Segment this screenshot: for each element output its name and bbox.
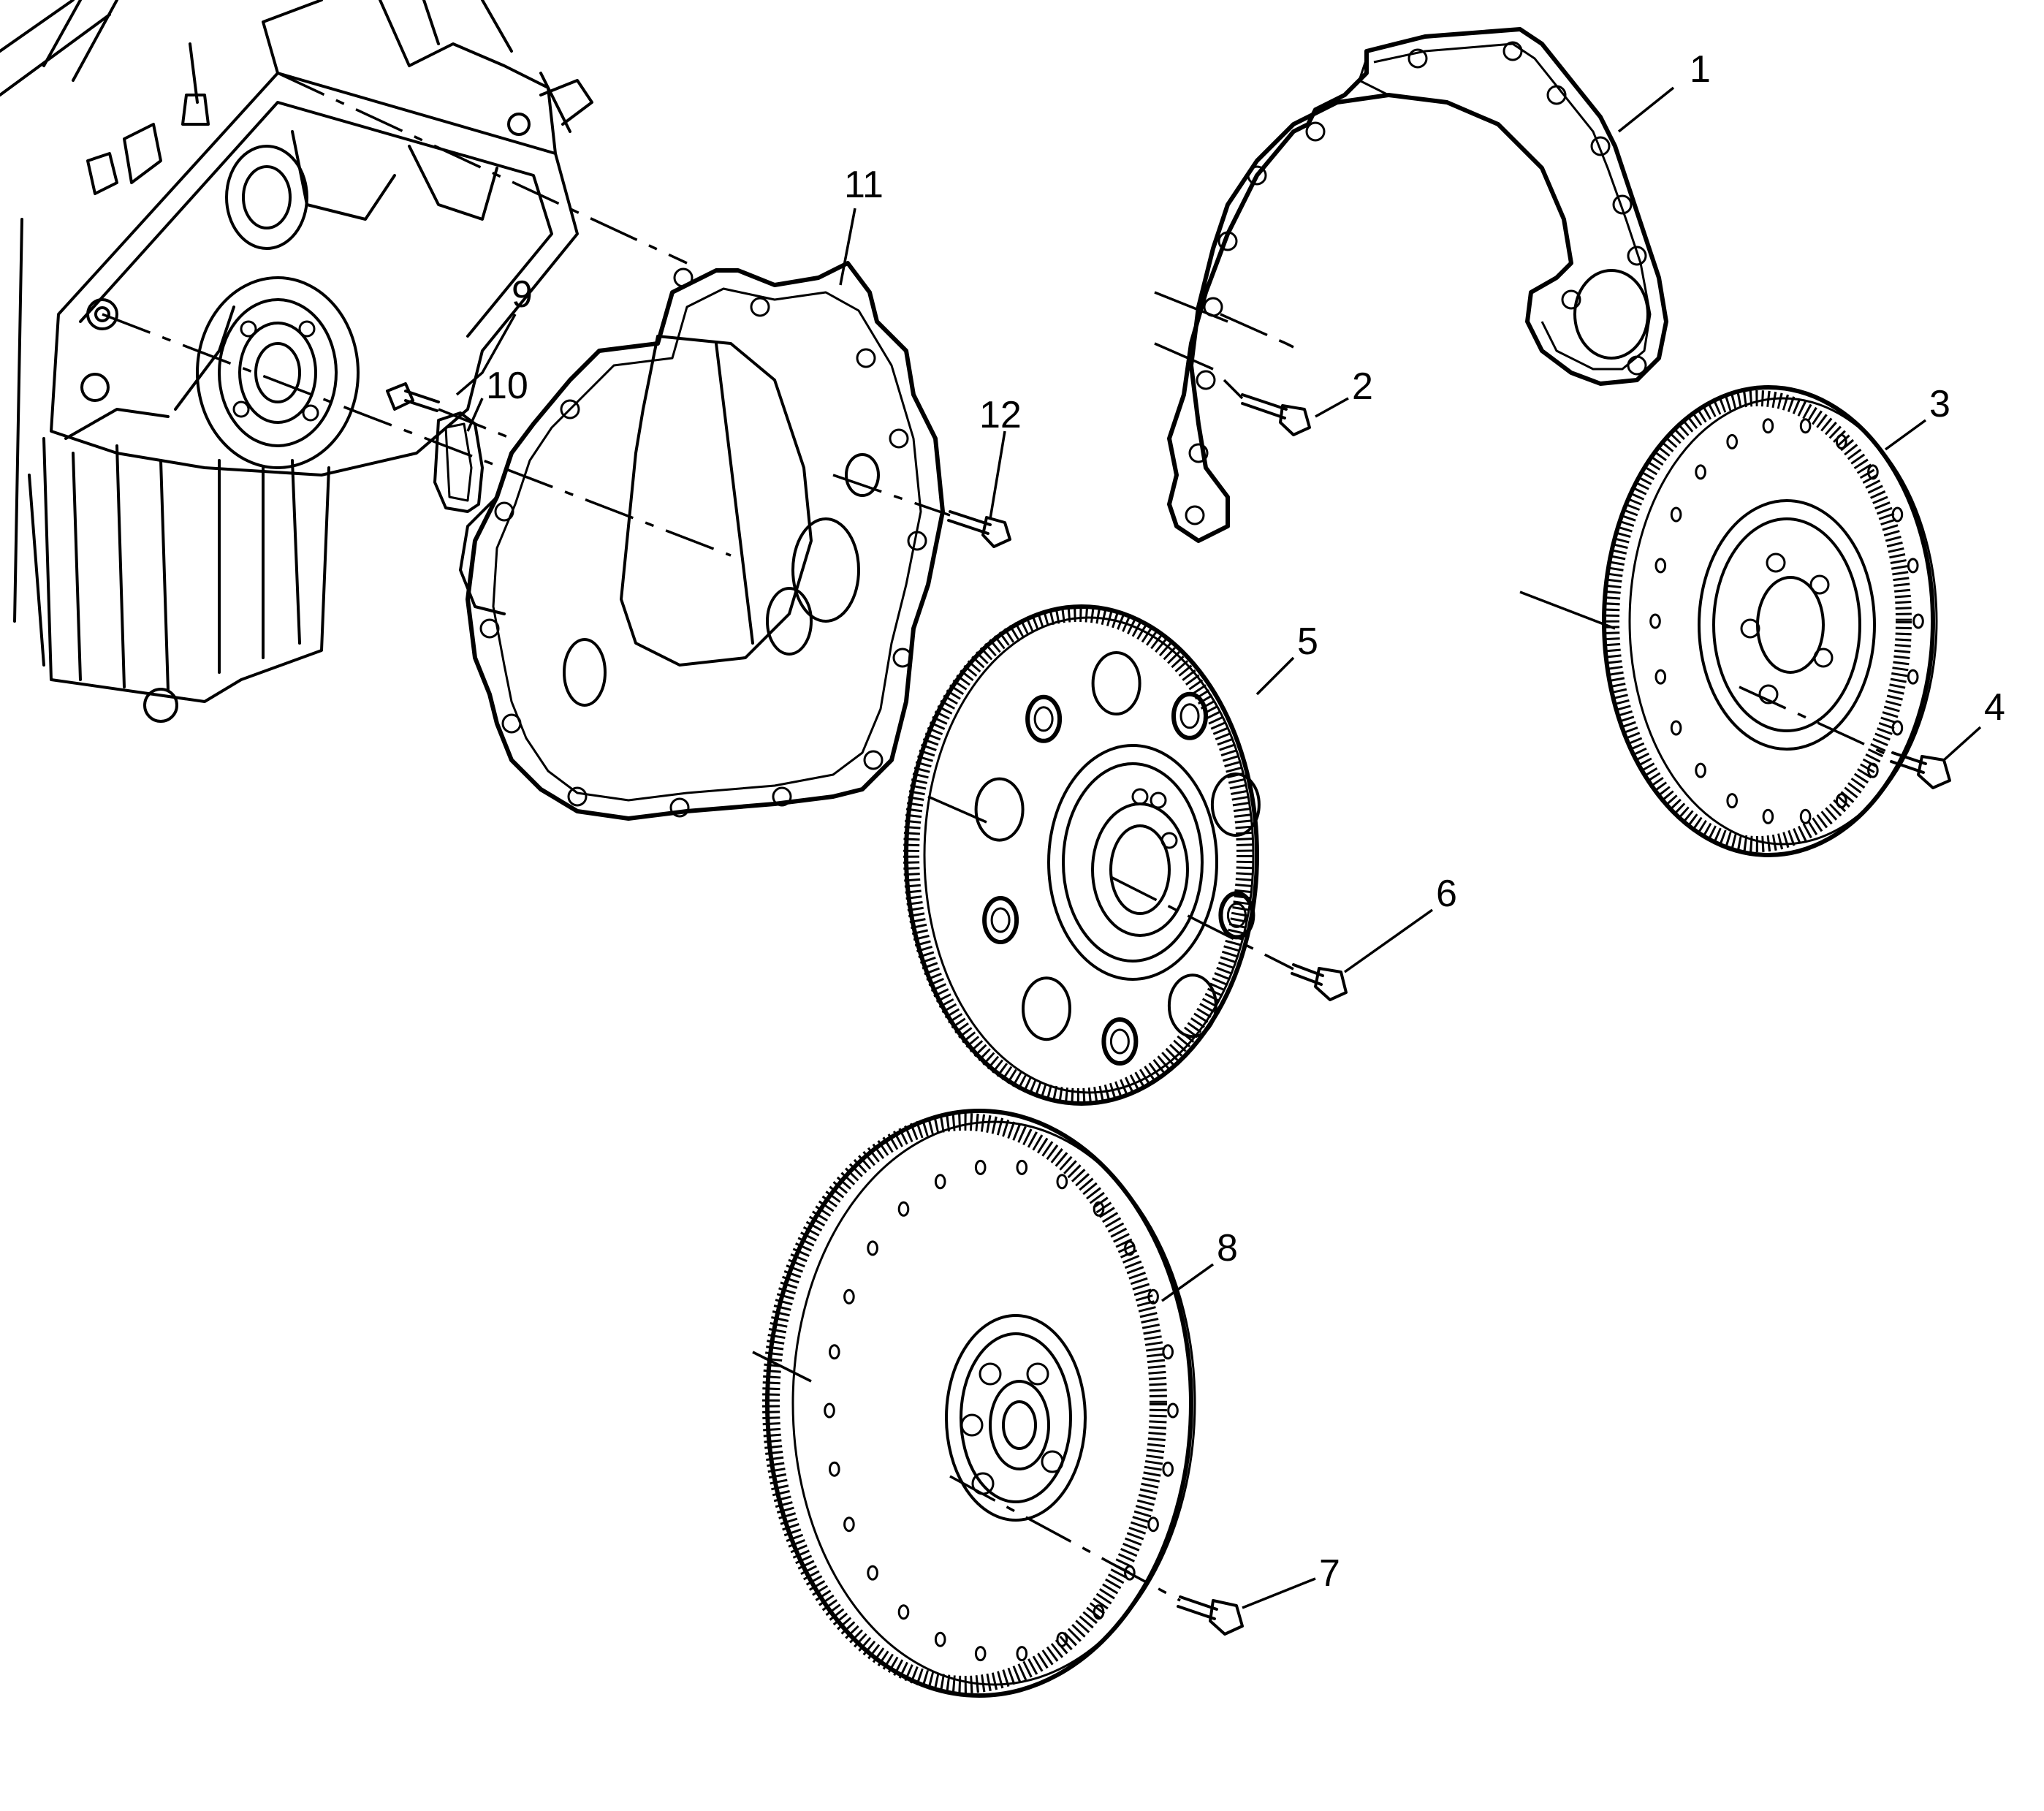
callout-10: 10 [486, 365, 528, 407]
bolt-7 [1177, 1595, 1244, 1636]
bolt-hole [974, 1159, 987, 1175]
bolt-hole [897, 1201, 910, 1217]
balance-weight [1101, 1017, 1139, 1066]
bolt-hole [867, 1240, 878, 1256]
bolt-hole [1695, 762, 1706, 778]
bolt-hole [1912, 613, 1924, 629]
balance-weight [1171, 691, 1208, 740]
callout-6: 6 [1436, 873, 1457, 915]
bolt-hole [934, 1631, 946, 1647]
bolt-hole [1093, 1201, 1105, 1217]
bolt-hole [1867, 464, 1879, 480]
bellhousing-adapter [459, 261, 945, 821]
flexplate-5 [903, 604, 1261, 1106]
balance-weight-center [1226, 902, 1247, 928]
bolt-hole [1891, 720, 1904, 736]
bolt-2 [1241, 393, 1311, 436]
callout-9: 9 [512, 273, 533, 316]
bolt-hole [1056, 1631, 1068, 1647]
balance-weight [982, 896, 1019, 944]
bolt-hole [1799, 808, 1812, 824]
bolt-hole [1016, 1159, 1028, 1175]
balance-weight-center [990, 907, 1011, 933]
bolt-hole [1762, 808, 1774, 824]
bolt-hole [1799, 418, 1812, 434]
balance-weight [1025, 694, 1063, 743]
bolt-9 [386, 382, 440, 412]
bolt-hole [1147, 1516, 1159, 1533]
bolt-hole [1147, 1288, 1159, 1305]
balance-weight [1218, 891, 1255, 940]
bolt-hole [1649, 613, 1661, 629]
bolt-hole [1124, 1240, 1136, 1256]
bolt-4 [1890, 751, 1951, 789]
bolt-hole [1124, 1565, 1136, 1581]
bolt-hole [1162, 1461, 1174, 1477]
bolt-hole [1016, 1646, 1028, 1662]
bolt-hole [829, 1344, 840, 1360]
bolt-hole [1867, 762, 1879, 778]
bolt-hole [1726, 793, 1738, 809]
callout-leaders [455, 86, 1982, 1609]
bolt-hole [1836, 433, 1847, 449]
flexplate-window [1167, 973, 1217, 1039]
flexplate-window [974, 777, 1025, 842]
flywheel-3 [1602, 385, 1938, 857]
callout-12: 12 [979, 394, 1022, 436]
balance-weight-center [1033, 706, 1054, 732]
bolt-hole [1670, 720, 1682, 736]
bolt-hole [974, 1646, 987, 1662]
bolt-hole [1162, 1344, 1174, 1360]
bolt-6 [1291, 963, 1348, 1001]
flexplate-window [1091, 651, 1141, 715]
bolt-hole [1654, 558, 1667, 574]
bolt-hole [1093, 1604, 1105, 1620]
callout-11: 11 [844, 164, 884, 206]
flexplate-window [1022, 976, 1071, 1041]
bolt-hole [867, 1565, 878, 1581]
flexplate-window [1210, 772, 1261, 837]
flywheel-8 [762, 1109, 1196, 1698]
bolt-hole [1891, 506, 1904, 523]
bolt-hole [824, 1402, 835, 1419]
bolt-hole [1670, 506, 1682, 523]
engine-plate [1167, 27, 1668, 543]
bolt-hole [843, 1516, 855, 1533]
callout-1: 1 [1690, 48, 1711, 91]
bolt-12 [947, 510, 1011, 548]
bolt-hole [1654, 669, 1667, 685]
callout-2: 2 [1352, 365, 1373, 408]
bolt-hole [1056, 1174, 1068, 1190]
bolt-hole [897, 1604, 910, 1620]
callout-7: 7 [1319, 1552, 1340, 1595]
balance-weight-center [1179, 703, 1200, 729]
bolt-hole [829, 1461, 840, 1477]
callout-3: 3 [1929, 383, 1950, 425]
callout-5: 5 [1297, 620, 1318, 663]
callout-labels: 1 2 3 4 5 6 7 8 9 10 11 12 [486, 48, 2005, 1595]
callout-8: 8 [1217, 1227, 1238, 1269]
bolt-hole [1695, 464, 1706, 480]
bolt-hole [843, 1288, 855, 1305]
bolt-hole [934, 1174, 946, 1190]
bolt-hole [1907, 669, 1919, 685]
seal-gasket [433, 411, 484, 513]
bolt-hole [1762, 418, 1774, 434]
bolt-hole [1836, 793, 1847, 809]
assembly-centerlines [102, 72, 1893, 1602]
bolt-hole [1167, 1402, 1179, 1419]
balance-weight-center [1109, 1028, 1130, 1055]
callout-4: 4 [1984, 686, 2005, 729]
bolt-hole [1907, 558, 1919, 574]
bolt-hole [1726, 433, 1738, 449]
engine-block [0, 0, 593, 723]
